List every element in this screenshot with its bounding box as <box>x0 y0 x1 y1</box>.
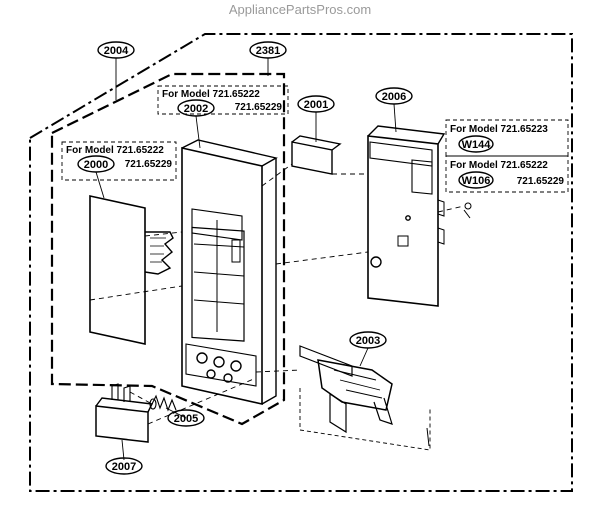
model-note-a-line1: For Model 721.65222 <box>162 89 260 100</box>
callout-oval-2003 <box>349 331 387 349</box>
model-note-box-b <box>61 141 177 181</box>
callout-2004: 2004 <box>104 45 129 57</box>
callout-oval-2007 <box>105 457 143 475</box>
model-note-box-c <box>445 119 569 157</box>
outer-assembly-border <box>29 33 573 492</box>
callout-2000: 2000 <box>84 159 108 171</box>
model-note-b-line1: For Model 721.65222 <box>66 145 164 156</box>
model-note-d-line1: For Model 721.65222 <box>450 160 548 171</box>
callout-2001: 2001 <box>304 99 328 111</box>
watermark: AppliancePartsPros.com <box>228 2 372 17</box>
leader-lines <box>95 58 397 461</box>
part-2000-membrane-panel <box>89 195 174 345</box>
part-2003-latch-assembly <box>299 345 431 451</box>
model-note-b-line2: 721.65229 <box>125 159 173 170</box>
callout-oval-2006 <box>375 87 413 105</box>
part-2005-spring <box>149 394 177 412</box>
callout-w106: W106 <box>462 175 491 187</box>
part-2006-circuit-board <box>367 125 446 307</box>
part-2002-control-frame <box>181 139 278 405</box>
explosion-lines <box>89 163 465 425</box>
callout-oval-2000 <box>77 155 115 173</box>
callout-oval-2004 <box>97 41 135 59</box>
callout-oval-2002 <box>177 99 215 117</box>
callout-2003: 2003 <box>356 335 380 347</box>
control-panel-outline <box>50 72 286 426</box>
model-note-a-line2: 721.65229 <box>235 102 283 113</box>
callout-2007: 2007 <box>112 461 136 473</box>
model-note-box-a <box>157 85 289 115</box>
callout-2005: 2005 <box>174 413 198 425</box>
model-note-c-line1: For Model 721.65223 <box>450 124 548 135</box>
callout-2381: 2381 <box>256 45 280 57</box>
callout-oval-w106 <box>458 171 494 189</box>
callout-2002: 2002 <box>184 103 208 115</box>
callout-oval-w144 <box>458 135 494 153</box>
model-note-d-line2: 721.65229 <box>517 176 565 187</box>
callout-oval-2005 <box>167 409 205 427</box>
model-note-box-d <box>445 155 569 193</box>
callout-oval-2381 <box>249 41 287 59</box>
callout-2006: 2006 <box>382 91 406 103</box>
screw-w106-drawing <box>463 202 472 219</box>
callout-oval-2001 <box>297 95 335 113</box>
callout-w144: W144 <box>462 139 492 151</box>
part-2007-push-button <box>95 383 154 443</box>
